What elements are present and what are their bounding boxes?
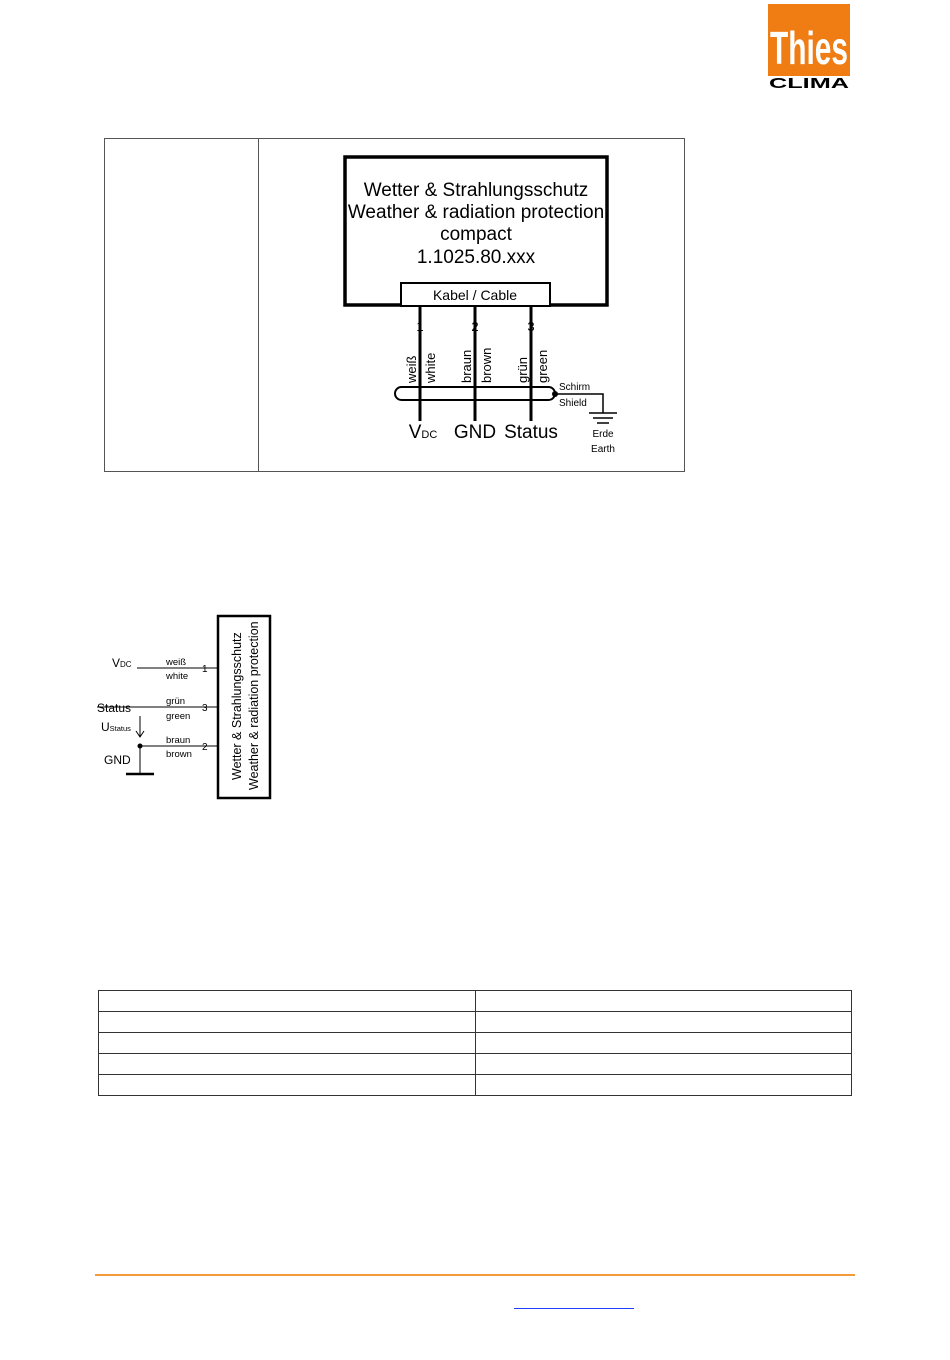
table-cell	[474, 1032, 852, 1054]
signal-status: Status	[504, 422, 558, 443]
pin-number-2: 2	[471, 319, 478, 334]
table-cell	[474, 990, 852, 1012]
device-title-line-4: 1.1025.80.xxx	[417, 247, 536, 268]
table-cell	[474, 1011, 852, 1033]
table-cell	[474, 1053, 852, 1075]
ustatus-label: UStatus	[101, 720, 131, 734]
wire-status-pin: 3	[202, 703, 208, 714]
cable-schematic: Wetter & Strahlungsschutz Weather & radi…	[343, 155, 617, 455]
footer-divider	[95, 1274, 855, 1276]
table-cell	[98, 1053, 476, 1075]
vdc-label: VDC	[112, 656, 132, 670]
device-block	[216, 614, 272, 800]
table-cell	[98, 1032, 476, 1054]
wire-gnd-de: braun	[166, 735, 190, 746]
wire-vdc-pin: 1	[202, 664, 208, 675]
connection-diagram-cable: Wetter & Strahlungsschutz Weather & radi…	[104, 138, 685, 472]
status-wiring-diagram: Wetter & Strahlungsschutz Weather & radi…	[97, 614, 272, 800]
device-title-line-3: compact	[440, 224, 513, 245]
device-title-line-1: Wetter & Strahlungsschutz	[364, 180, 589, 201]
wire-color-en-2: brown	[479, 348, 494, 383]
logo-brand-text: Thies	[770, 22, 848, 74]
wire-vdc-en: white	[165, 671, 188, 682]
diagram-left-cell	[105, 139, 259, 471]
status-label: Status	[97, 701, 131, 715]
wire-color-de-2: braun	[459, 350, 474, 383]
pin-number-1: 1	[416, 319, 423, 334]
table-cell	[98, 1011, 476, 1033]
logo-sub-text: CLIMA	[769, 75, 849, 90]
signal-gnd: GND	[454, 422, 496, 443]
shield-wire	[555, 393, 604, 413]
empty-table	[98, 990, 852, 1096]
wire-gnd-en: brown	[166, 749, 192, 760]
wire-status-en: green	[166, 711, 190, 722]
wire-gnd-pin: 2	[202, 742, 208, 753]
table-cell	[98, 1074, 476, 1096]
table-row	[98, 1011, 852, 1033]
table-row	[98, 1053, 852, 1075]
wire-color-de-3: grün	[515, 357, 530, 383]
wire-status-de: grün	[166, 696, 185, 707]
wire-vdc-de: weiß	[165, 657, 186, 668]
table-row	[98, 1074, 852, 1096]
device-title-line-2: Weather & radiation protection	[348, 202, 604, 223]
earth-label-en: Earth	[591, 444, 615, 455]
table-cell	[98, 990, 476, 1012]
device-block-label-en: Weather & radiation protection	[247, 621, 261, 790]
footer-link[interactable]	[514, 1298, 634, 1309]
wire-color-de-1: weiß	[404, 355, 419, 384]
table-cell	[474, 1074, 852, 1096]
table-row	[98, 1032, 852, 1054]
device-block-label-de: Wetter & Strahlungsschutz	[230, 632, 244, 780]
cable-label: Kabel / Cable	[433, 287, 517, 303]
wire-color-en-3: green	[535, 350, 550, 383]
pin-number-3: 3	[527, 319, 534, 334]
wire-color-en-1: white	[423, 353, 438, 384]
gnd-label: GND	[104, 753, 131, 767]
table-row	[98, 990, 852, 1012]
thies-clima-logo: Thies CLIMA	[768, 4, 850, 90]
shield-label-en: Shield	[559, 398, 587, 409]
earth-label-de: Erde	[592, 429, 614, 440]
signal-vdc: VDC	[409, 422, 438, 443]
shield-label-de: Schirm	[559, 382, 590, 393]
